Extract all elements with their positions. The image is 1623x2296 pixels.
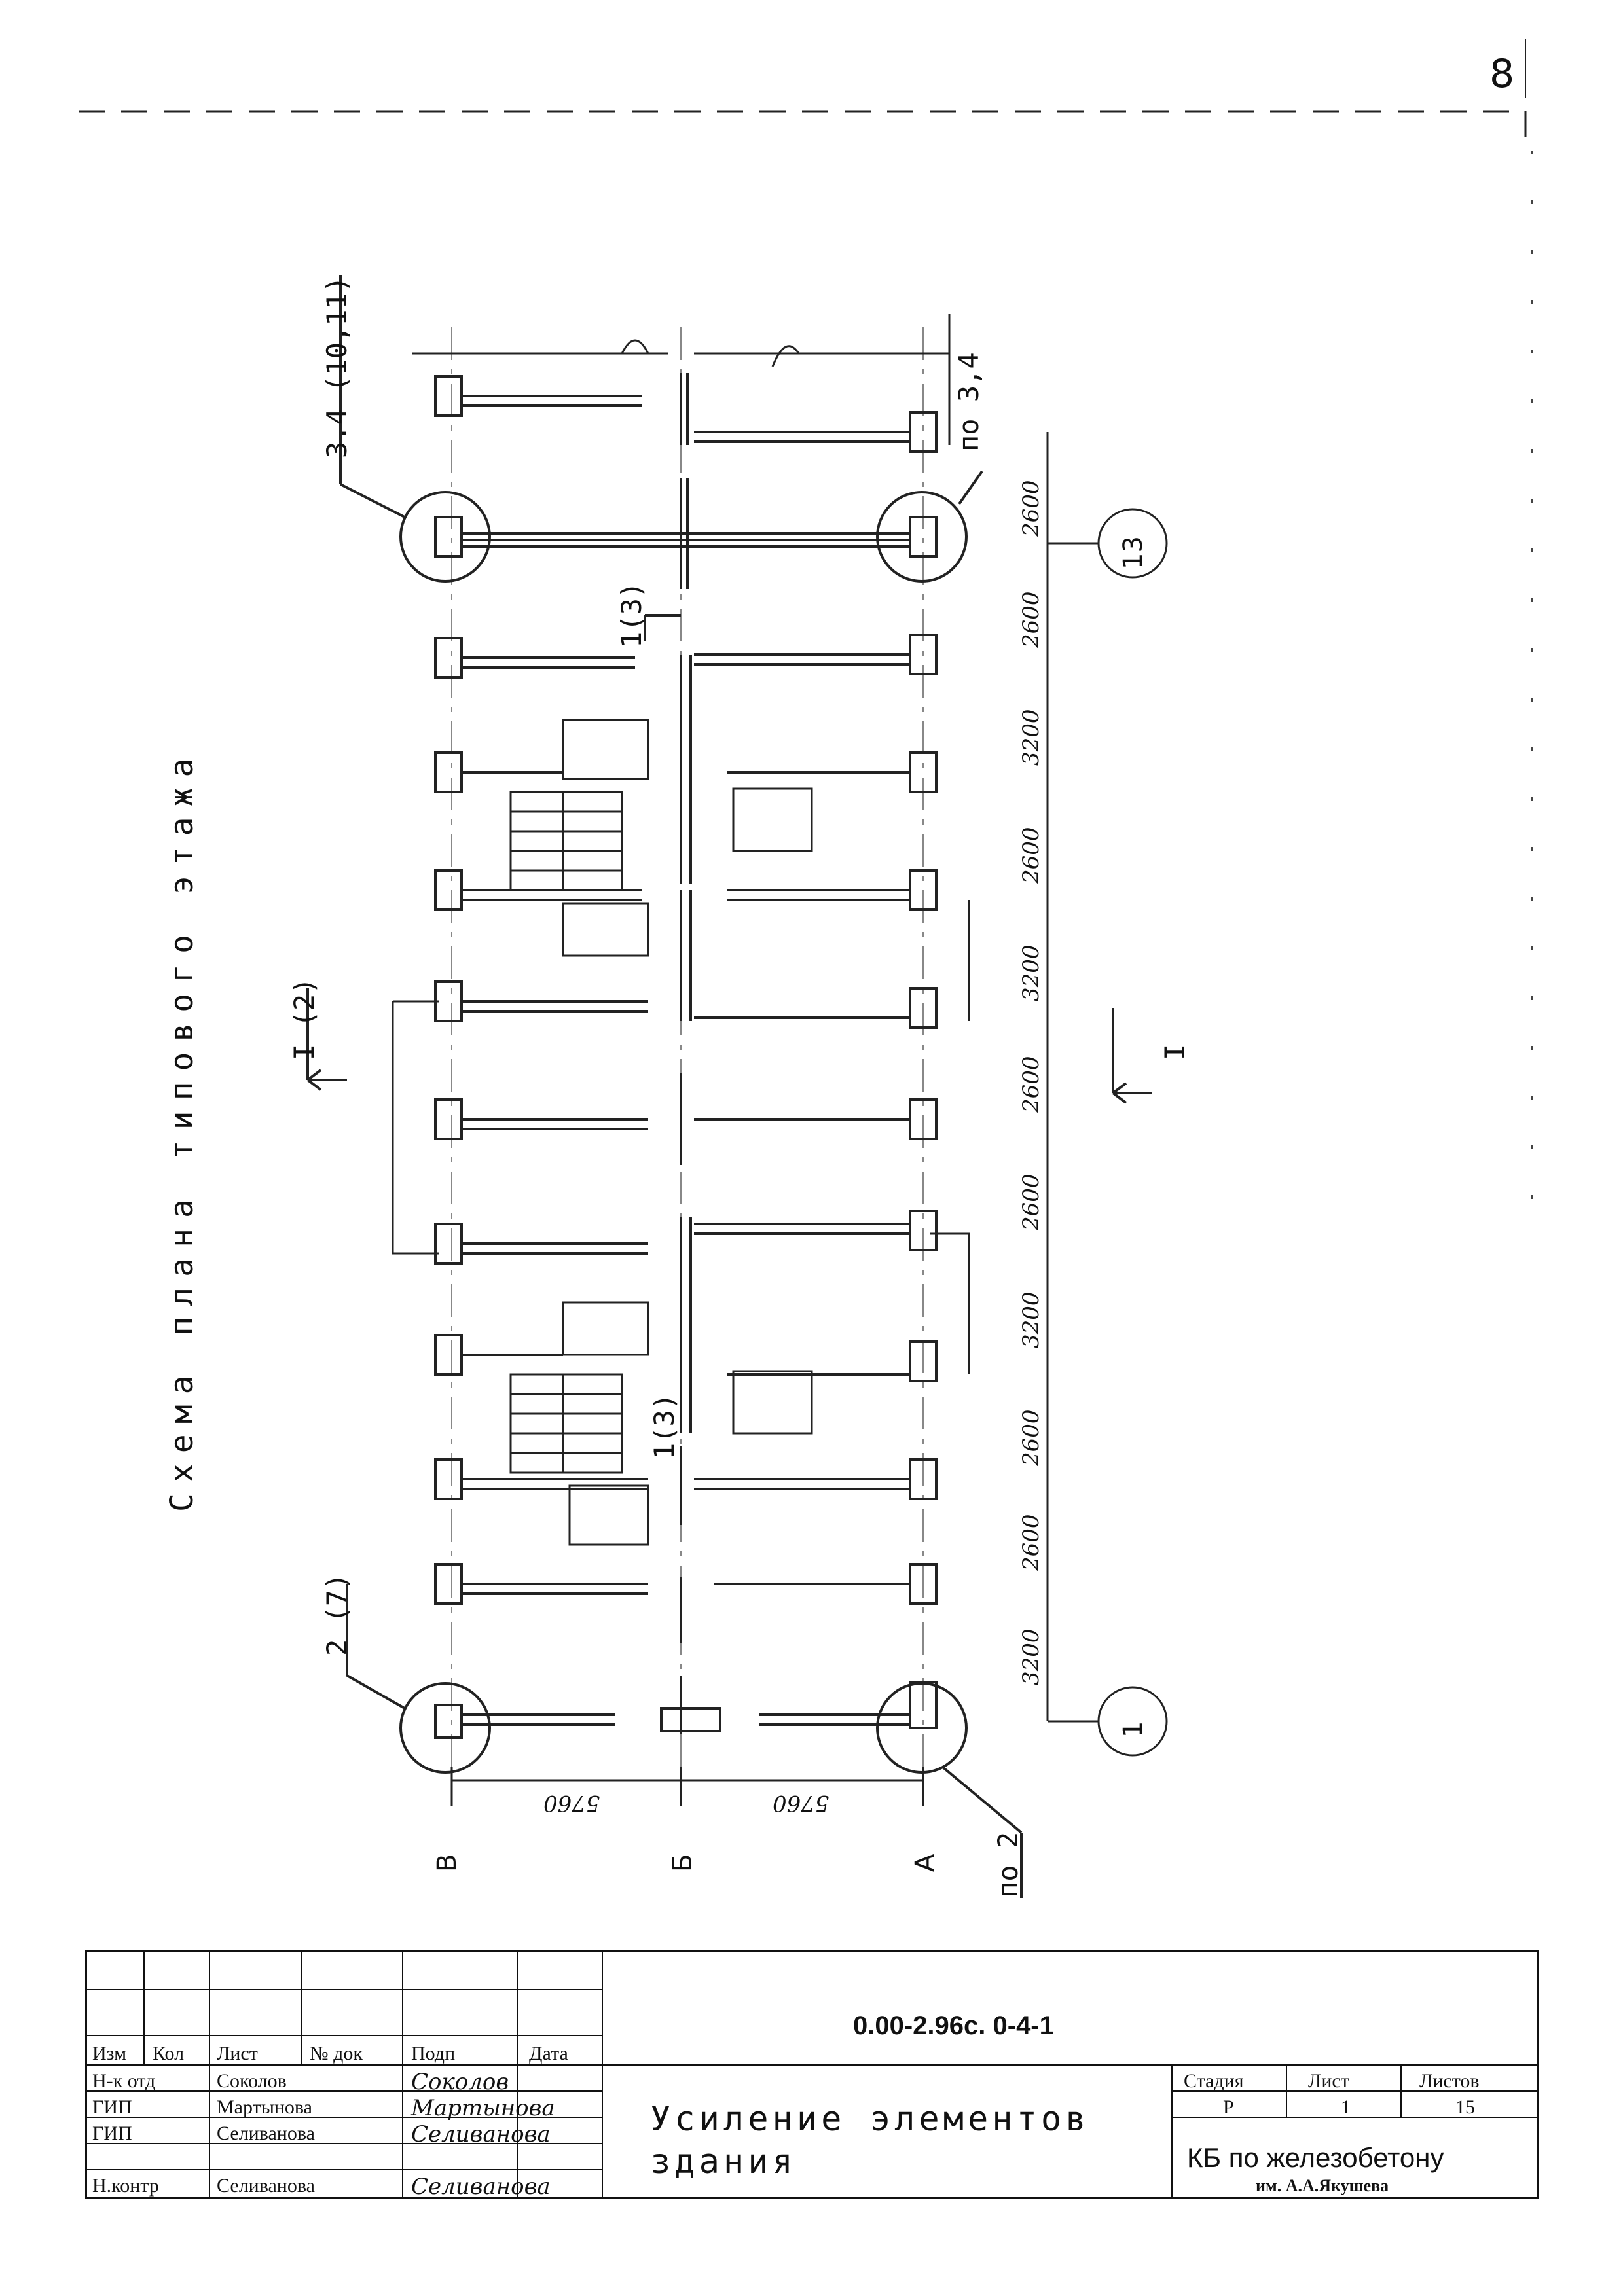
subject-line-2: здания [650, 2142, 797, 2181]
row-name-3: Селиванова [217, 2123, 315, 2144]
dim-x-4: 3200 [1018, 1291, 1044, 1348]
callout-bottom-left: 2 (7) [321, 1573, 353, 1656]
node-label-2: 1(3) [648, 1393, 680, 1460]
row-role-3: ГИП [92, 2123, 132, 2144]
sheet-value: 1 [1341, 2096, 1351, 2118]
dim-x-9: 3200 [1018, 709, 1044, 766]
organization-name: КБ по железобетону [1187, 2142, 1444, 2173]
dim-x-3: 2600 [1018, 1409, 1044, 1466]
callout-top-left: 3.4 (10,11) [321, 276, 353, 458]
callout-bottom-right: по 2 [992, 1831, 1024, 1898]
section-mark-upper: I (2) [288, 977, 320, 1060]
row-sign-3: Селиванова [411, 2121, 551, 2147]
node-label-1: 1(3) [615, 581, 647, 648]
dim-x-11: 2600 [1018, 480, 1044, 537]
dim-x-7: 3200 [1018, 944, 1044, 1001]
dim-x-1: 3200 [1018, 1628, 1044, 1685]
header-data: Дата [529, 2043, 568, 2064]
dim-y-1: 5760 [543, 1790, 600, 1816]
sheets-value: 15 [1455, 2096, 1475, 2118]
row-name-1: Соколов [217, 2070, 287, 2092]
organization-subtitle: им. А.А.Якушева [1256, 2176, 1389, 2195]
axis-label-b: Б [668, 1854, 698, 1872]
subject-line-1: Усиление элементов [650, 2100, 1090, 2139]
row-sign-5: Селиванова [411, 2174, 551, 2200]
header-podp: Подп [411, 2043, 456, 2064]
header-izm: Изм [92, 2043, 127, 2064]
dim-x-8: 2600 [1018, 827, 1044, 884]
row-sign-2: Мартынова [411, 2095, 555, 2121]
page-number: 8 [1489, 51, 1515, 97]
row-role-5: Н.контр [92, 2175, 159, 2197]
axis-label-13: 13 [1118, 536, 1148, 569]
dim-x-10: 2600 [1018, 591, 1044, 648]
stage-value: Р [1223, 2096, 1234, 2118]
sheets-label: Листов [1419, 2070, 1480, 2092]
document-code: 0.00-2.96с. 0-4-1 [853, 2011, 1054, 2040]
dim-x-5: 2600 [1018, 1174, 1044, 1230]
dim-x-6: 2600 [1018, 1056, 1044, 1113]
header-kol: Кол [153, 2043, 185, 2064]
row-sign-1: Соколов [411, 2069, 509, 2095]
title-block-grid [85, 1950, 1539, 2199]
callout-top-right: по 3,4 [953, 352, 985, 452]
dim-x-2: 2600 [1018, 1514, 1044, 1571]
row-name-5: Селиванова [217, 2175, 315, 2197]
axis-label-1: 1 [1118, 1721, 1148, 1738]
sheet-label: Лист [1308, 2070, 1349, 2092]
floor-plan-drawing [79, 39, 1533, 1898]
row-name-2: Мартынова [217, 2096, 313, 2118]
header-ndoc: № док [310, 2043, 363, 2064]
header-list: Лист [217, 2043, 258, 2064]
row-role-1: Н-к отд [92, 2070, 156, 2092]
section-mark-lower: I [1159, 1043, 1191, 1060]
title-block: 0.00-2.96с. 0-4-1 Изм Кол Лист № док Под… [85, 1950, 1539, 2200]
stage-label: Стадия [1184, 2070, 1244, 2092]
drawing-title: Схема плана типового этажа [164, 747, 200, 1512]
axis-label-v: В [432, 1854, 462, 1872]
dim-y-2: 5760 [773, 1790, 830, 1816]
row-role-2: ГИП [92, 2096, 132, 2118]
axis-label-a: А [910, 1854, 940, 1872]
